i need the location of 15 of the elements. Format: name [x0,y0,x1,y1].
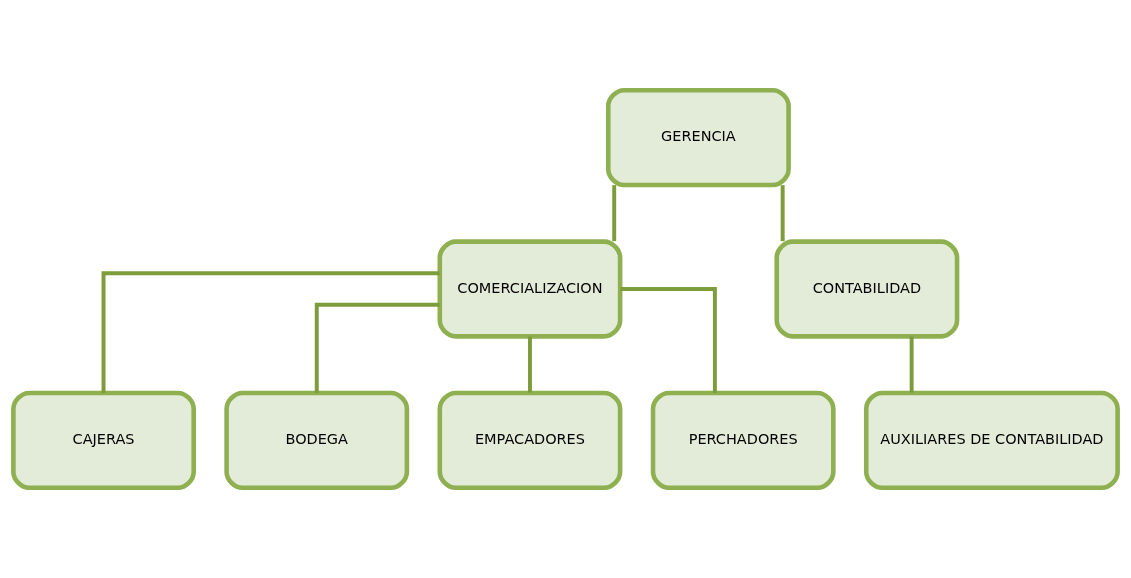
node-box: COMERCIALIZACION [437,239,623,339]
connector [909,336,914,393]
node-box: GERENCIA [605,87,791,188]
node-box: CAJERAS [11,390,196,491]
node-box: PERCHADORES [650,390,836,491]
connector [314,302,440,393]
connector [612,185,617,242]
node-box: CONTABILIDAD [774,239,960,339]
connector [101,271,440,393]
connector [528,336,532,393]
connector [780,185,785,242]
node-box: AUXILIARES DE CONTABILIDAD [863,390,1120,491]
connector [620,287,717,393]
node-box: BODEGA [224,390,410,491]
node-box: EMPACADORES [437,390,623,491]
